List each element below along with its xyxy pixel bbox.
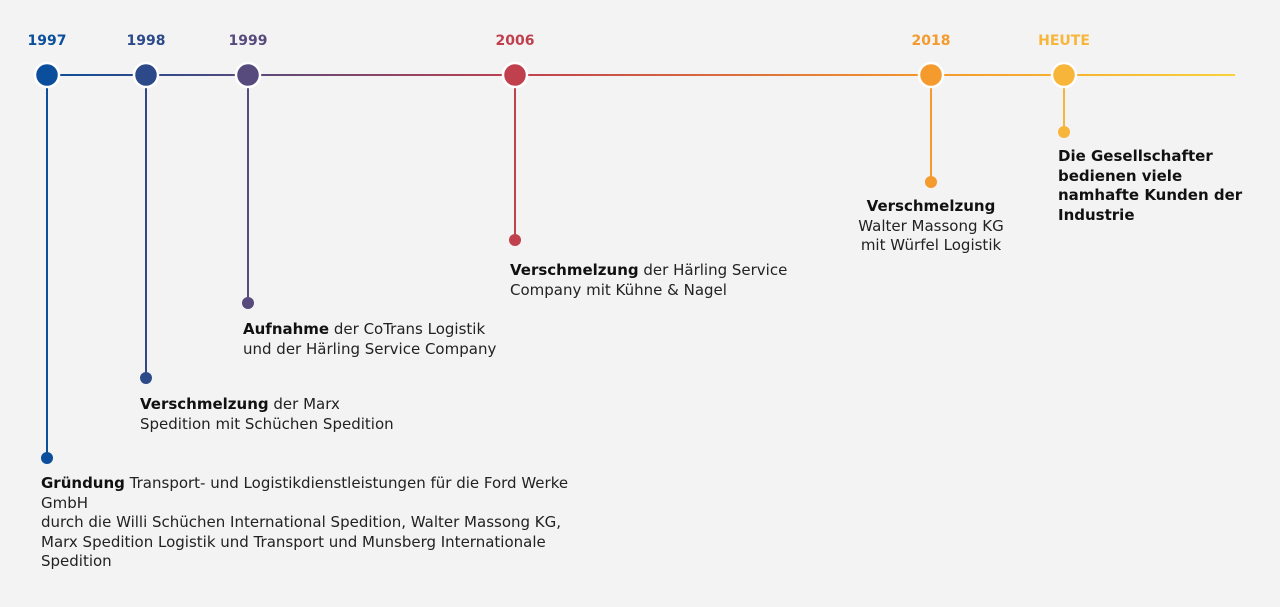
milestone-heute-line: Industrie: [1058, 205, 1135, 224]
year-dot-2018: [917, 61, 945, 89]
milestone-1999-marker: [234, 61, 262, 309]
end-dot-heute: [1058, 126, 1070, 138]
milestone-1997-text: Transport- und Logistikdienstleistungen …: [124, 474, 569, 492]
milestone-2006-description: Verschmelzung der Härling Service Compan…: [510, 261, 810, 300]
year-dot-1997: [33, 61, 61, 89]
milestone-1998-description: Verschmelzung der Marx Spedition mit Sch…: [140, 395, 440, 434]
end-dot-2018: [925, 176, 937, 188]
year-dot-heute: [1050, 61, 1078, 89]
milestone-2006-marker: [501, 61, 529, 246]
milestone-heute-marker: [1050, 61, 1078, 138]
milestone-1997-title: Gründung: [41, 474, 125, 492]
milestone-1997-line: Spedition: [41, 552, 112, 570]
milestone-1997-marker: [33, 61, 61, 464]
milestone-1998-text: der Marx: [268, 395, 340, 413]
milestone-1998-marker: [132, 61, 160, 384]
milestone-heute-line: bedienen viele: [1058, 166, 1183, 185]
milestone-1999-title: Aufnahme: [243, 320, 330, 338]
milestone-2018-line: mit Würfel Logistik: [860, 236, 1002, 254]
milestone-2018-title: Verschmelzung: [866, 197, 996, 215]
year-dot-1999: [234, 61, 262, 89]
year-label-1999: 1999: [228, 33, 268, 49]
milestone-heute-line: namhafte Kunden der: [1058, 186, 1243, 204]
year-label-1998: 1998: [126, 33, 166, 49]
milestone-1999-line: und der Härling Service Company: [243, 339, 497, 358]
year-label-1997: 1997: [27, 33, 67, 49]
milestone-1997-line: Marx Spedition Logistik und Transport un…: [41, 532, 546, 551]
milestone-1997-description: Gründung Transport- und Logistikdienstle…: [41, 474, 581, 572]
milestone-2018-description: Verschmelzung Walter Massong KG mit Würf…: [841, 197, 1021, 256]
year-label-heute: HEUTE: [1038, 33, 1090, 49]
end-dot-1999: [242, 297, 254, 309]
milestone-1998-line: Spedition mit Schüchen Spedition: [140, 414, 394, 433]
milestone-2006-line: Company mit Kühne & Nagel: [510, 280, 727, 299]
year-label-2006: 2006: [495, 33, 535, 49]
milestone-1999-text: der CoTrans Logistik: [329, 320, 486, 338]
milestone-1998-title: Verschmelzung: [140, 395, 269, 413]
milestone-1997-line: GmbH: [41, 493, 89, 512]
milestone-2018-line: Walter Massong KG: [858, 216, 1004, 235]
milestone-2018-marker: [917, 61, 945, 188]
milestone-1999-description: Aufnahme der CoTrans Logistik und der Hä…: [243, 320, 543, 359]
milestone-2006-title: Verschmelzung: [510, 261, 639, 279]
year-dot-2006: [501, 61, 529, 89]
milestone-heute-line: Die Gesellschafter: [1058, 147, 1213, 165]
year-label-2018: 2018: [911, 33, 951, 49]
end-dot-1998: [140, 372, 152, 384]
end-dot-2006: [509, 234, 521, 246]
milestone-2006-text: der Härling Service: [638, 261, 788, 279]
milestone-heute-description: Die Gesellschafter bedienen viele namhaf…: [1058, 147, 1268, 225]
end-dot-1997: [41, 452, 53, 464]
year-dot-1998: [132, 61, 160, 89]
milestone-1997-line: durch die Willi Schüchen International S…: [41, 513, 562, 531]
